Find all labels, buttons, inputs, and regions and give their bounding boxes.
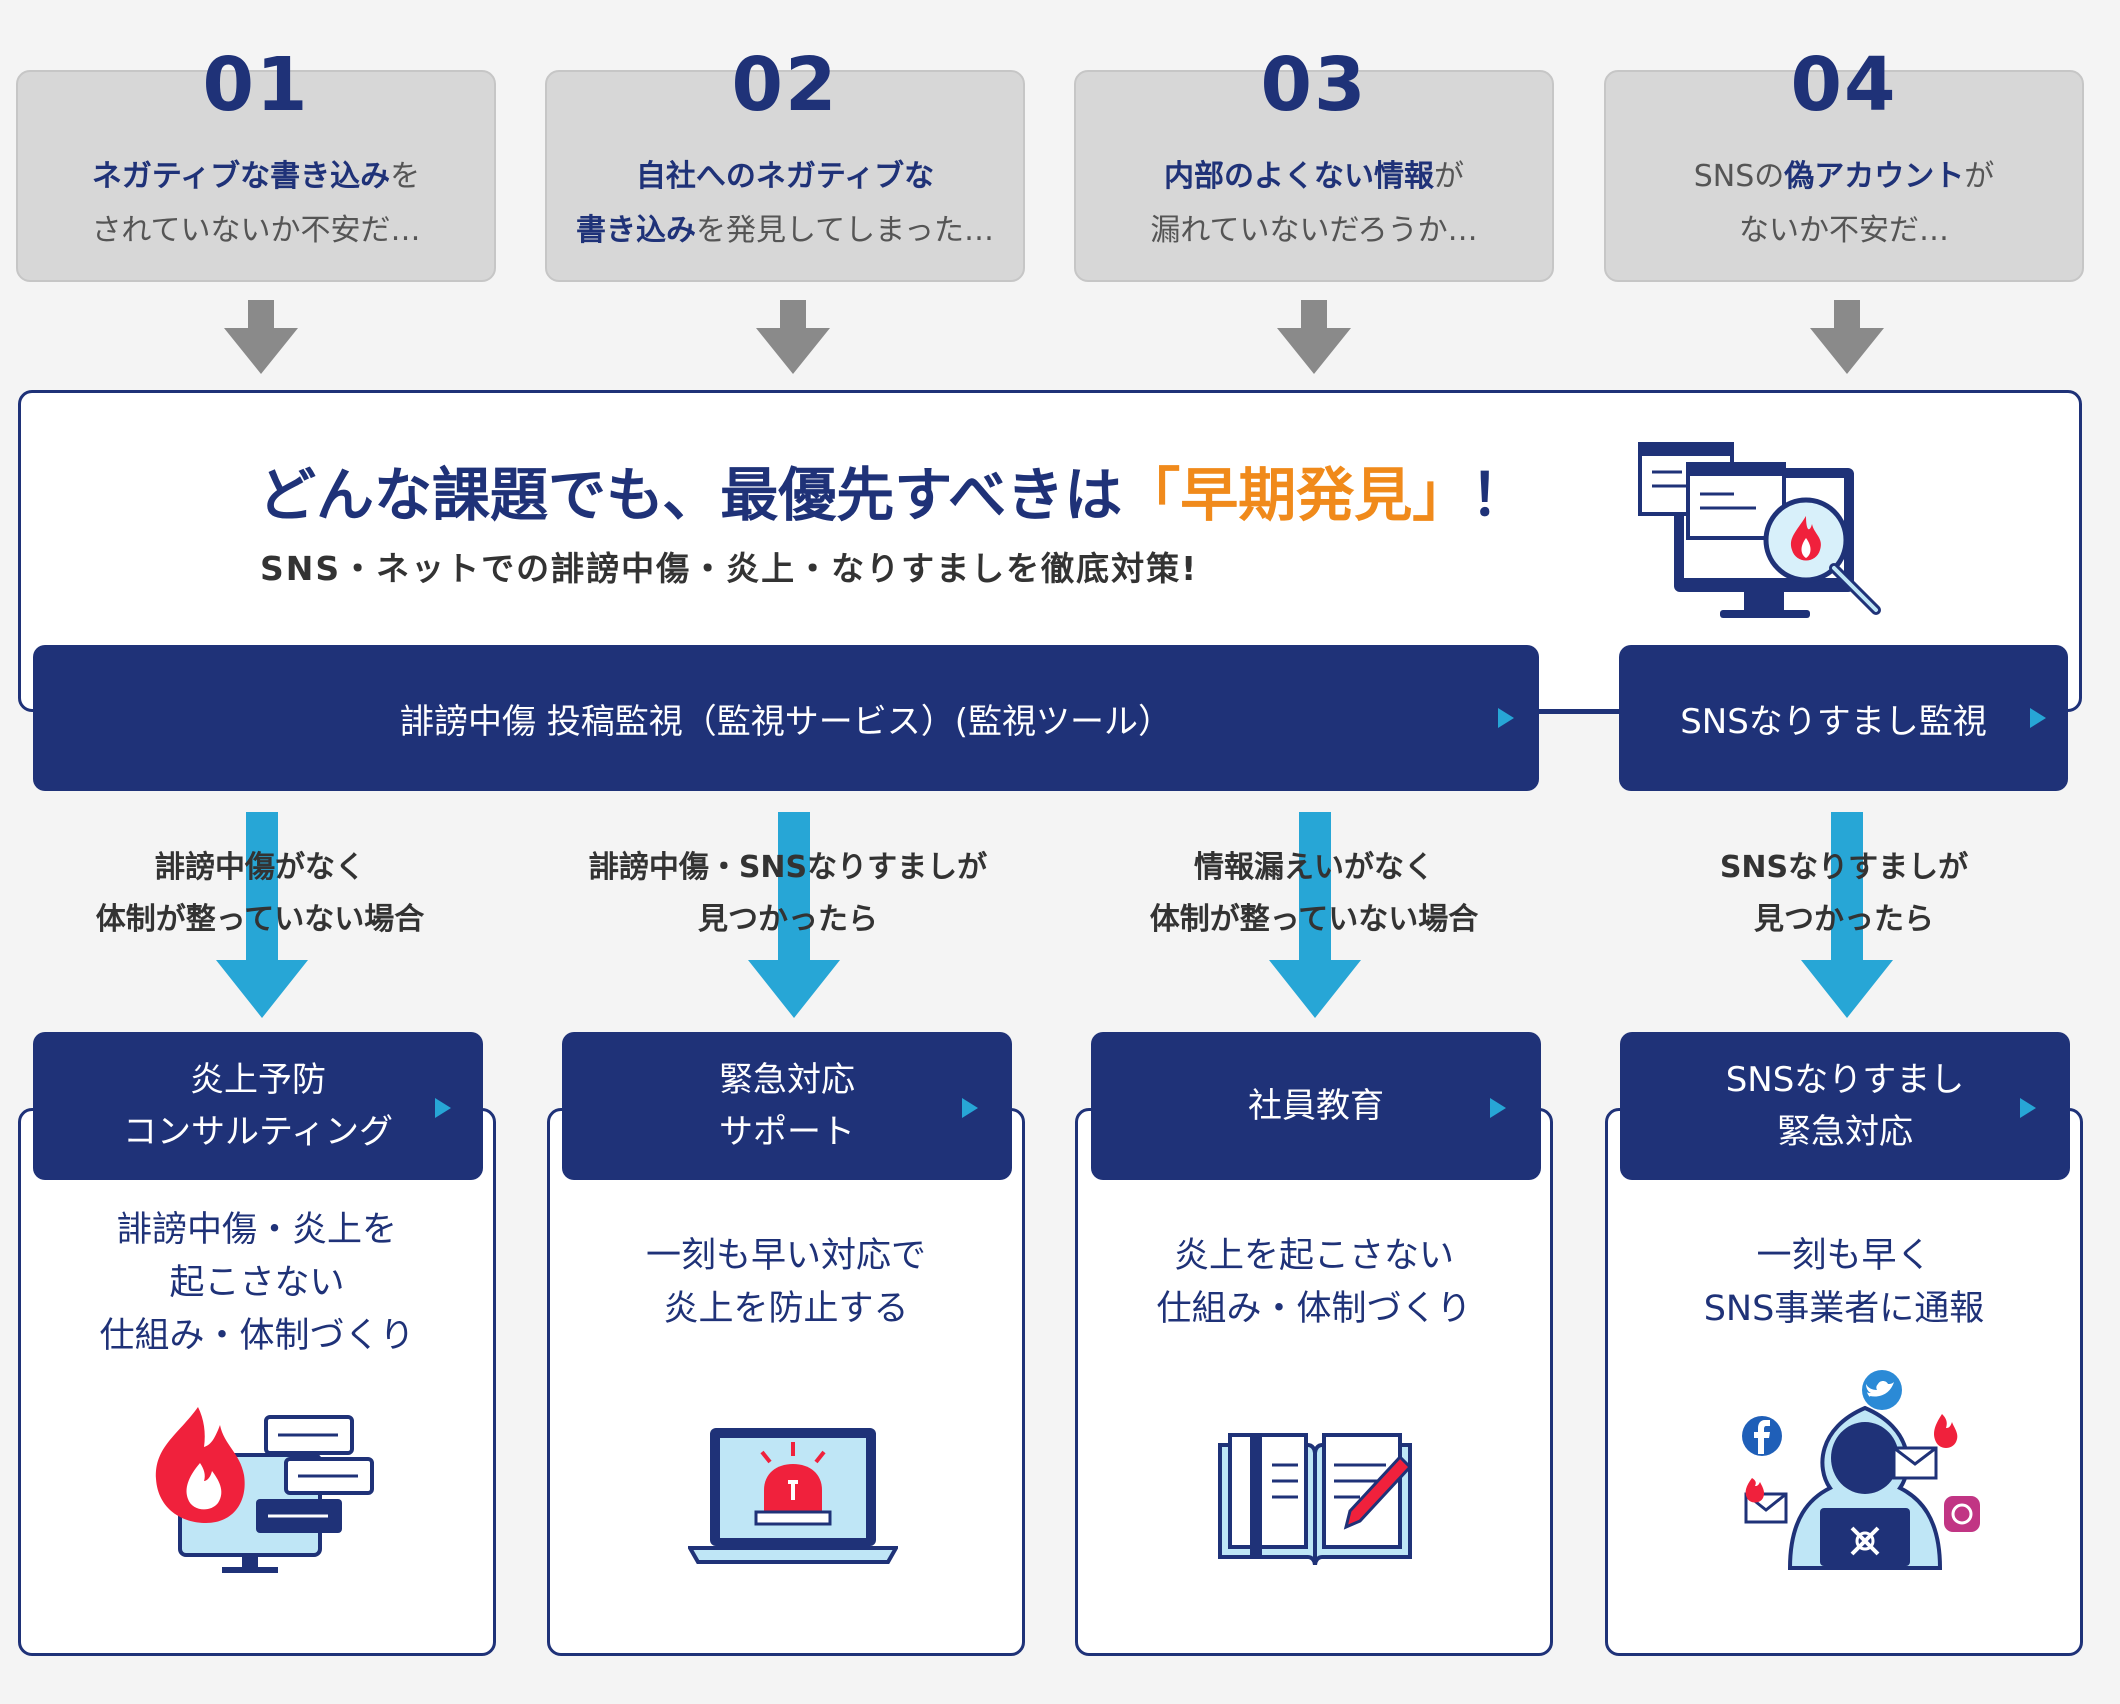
down-arrow-icon: [1269, 812, 1361, 1018]
down-arrow-icon: [224, 300, 298, 374]
condition-text: SNSなりすましが見つかったら: [1719, 850, 1969, 937]
card-title-button[interactable]: SNSなりすまし緊急対応: [1620, 1032, 2070, 1180]
concern-box-02: 02 自社へのネガティブな 書き込みを発見してしまった…: [545, 42, 1025, 282]
monitoring-service-button[interactable]: 誹謗中傷 投稿監視（監視サービス）(監視ツール）: [33, 645, 1539, 791]
down-arrow-icon: [1801, 812, 1893, 1018]
down-arrow-icon: [1277, 300, 1351, 374]
concern-number: 02: [731, 42, 839, 128]
card-description: 一刻も早い対応で炎上を防止する: [645, 1236, 926, 1329]
connector-line: [1539, 711, 1619, 714]
concern-number: 04: [1790, 42, 1898, 128]
concern-number: 01: [202, 42, 310, 128]
card-title-button[interactable]: 炎上予防コンサルティング: [33, 1032, 483, 1180]
condition-text: 誹謗中傷・SNSなりすましが見つかったら: [588, 850, 988, 937]
play-triangle-icon: [2030, 708, 2046, 728]
concern-box-04: 04 SNSの偽アカウントが ないか不安だ…: [1604, 42, 2084, 282]
down-arrow-icon: [216, 812, 308, 1018]
concern-number: 03: [1260, 42, 1368, 128]
concern-text: ネガティブな書き込みを されていないか不安だ…: [91, 159, 421, 248]
card-title-button[interactable]: 社員教育: [1091, 1032, 1541, 1180]
play-triangle-icon: [2020, 1098, 2036, 1118]
alarm-laptop-icon: [688, 1428, 898, 1564]
impersonation-monitoring-button[interactable]: SNSなりすまし監視: [1619, 645, 2068, 791]
card-description: 誹謗中傷・炎上を起こさない仕組み・体制づくり: [99, 1210, 415, 1356]
fire-chat-monitor-icon: [155, 1407, 374, 1573]
headline-highlight: 「早期発見」: [1122, 461, 1471, 529]
concern-text: 内部のよくない情報が 漏れていないだろうか…: [1150, 159, 1478, 248]
book-pen-icon: [1218, 1433, 1413, 1566]
concern-box-03: 03 内部のよくない情報が 漏れていないだろうか…: [1074, 42, 1554, 282]
monitor-search-fire-icon: [1638, 442, 1881, 618]
hacker-sns-icon: [1742, 1370, 1980, 1570]
concern-box-01: 01 ネガティブな書き込みを されていないか不安だ…: [16, 42, 496, 282]
main-headline: どんな課題でも、最優先すべきは「早期発見」！: [258, 461, 1529, 529]
monitoring-service-label: 誹謗中傷 投稿監視（監視サービス）(監視ツール）: [399, 701, 1173, 742]
card-description: 炎上を起こさない仕組み・体制づくり: [1156, 1236, 1472, 1329]
condition-text: 誹謗中傷がなく体制が整っていない場合: [95, 850, 425, 937]
solution-card: [1075, 1108, 1553, 1656]
down-arrow-icon: [1810, 300, 1884, 374]
card-title-button[interactable]: 緊急対応サポート: [562, 1032, 1012, 1180]
play-triangle-icon: [962, 1098, 978, 1118]
down-arrow-icon: [748, 812, 840, 1018]
concern-text: SNSの偽アカウントが ないか不安だ…: [1693, 159, 1995, 248]
solution-card: [547, 1108, 1025, 1656]
play-triangle-icon: [1490, 1098, 1506, 1118]
play-triangle-icon: [1498, 708, 1514, 728]
condition-text: 情報漏えいがなく体制が整っていない場合: [1149, 850, 1479, 937]
concern-text: 自社へのネガティブな 書き込みを発見してしまった…: [576, 159, 994, 248]
play-triangle-icon: [435, 1098, 451, 1118]
down-arrow-icon: [756, 300, 830, 374]
main-subline: SNS・ネットでの誹謗中傷・炎上・なりすましを徹底対策!: [260, 549, 1199, 588]
impersonation-monitoring-label: SNSなりすまし監視: [1680, 701, 1987, 742]
